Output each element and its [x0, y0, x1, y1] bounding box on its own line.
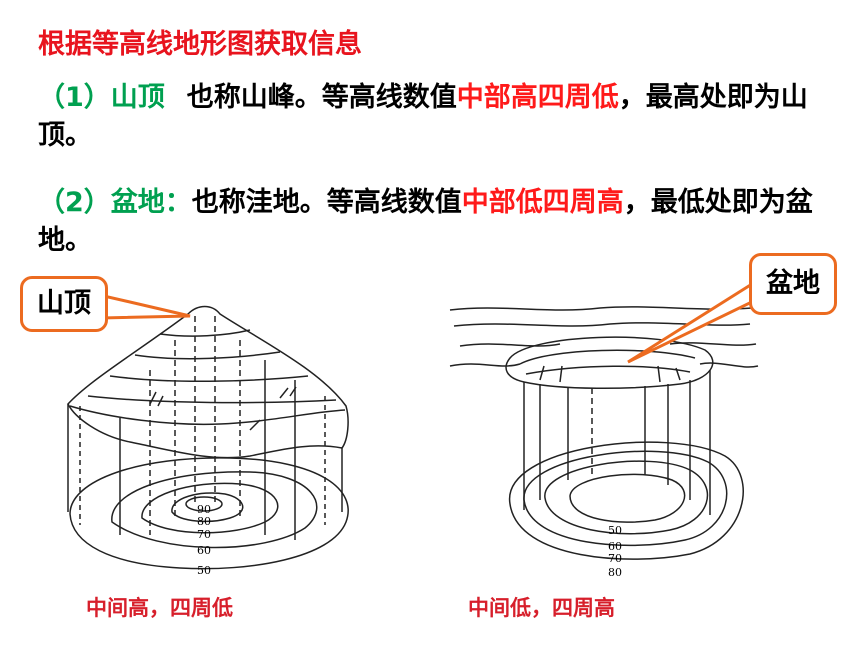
peak-label-3: 60 [197, 544, 211, 557]
basin-label-2: 70 [608, 552, 622, 565]
item-basin-emphasis: 中部低四周高 [461, 187, 624, 218]
item-peak-number: （1） [38, 82, 111, 113]
item-peak: （1）山顶也称山峰。等高线数值中部高四周低，最高处即为山顶。 [38, 79, 828, 155]
item-peak-emphasis: 中部高四周低 [456, 82, 619, 113]
peak-pointer [100, 294, 191, 320]
basin-pointer [627, 281, 763, 364]
item-basin-desc: 也称洼地。等高线数值 [191, 187, 462, 218]
peak-label-1: 80 [197, 515, 211, 528]
basin-figure: 50 60 70 80 [449, 306, 759, 579]
basin-label-1: 60 [608, 540, 622, 553]
peak-caption: 中间高，四周低 [86, 595, 233, 620]
item-basin-tail: ，最低处即为盆地。 [38, 187, 813, 256]
basin-callout: 盆地 [749, 253, 837, 315]
item-basin: （2）盆地：也称洼地。等高线数值中部低四周高，最低处即为盆地。 [38, 184, 828, 260]
page-title: 根据等高线地形图获取信息 [38, 29, 362, 60]
peak-figure: 90 80 70 60 50 [67, 305, 349, 577]
basin-label-0: 50 [608, 524, 622, 537]
item-peak-tail: ，最高处即为山顶。 [38, 82, 808, 151]
item-peak-desc: 也称山峰。等高线数值 [186, 82, 457, 113]
peak-callout: 山顶 [20, 276, 108, 332]
peak-label-4: 50 [197, 564, 211, 577]
peak-label-2: 70 [197, 528, 211, 541]
item-basin-number: （2） [38, 187, 111, 218]
peak-label-0: 90 [197, 503, 211, 516]
basin-caption: 中间低，四周高 [468, 595, 615, 620]
item-basin-term: 盆地： [110, 187, 192, 218]
item-peak-term: 山顶 [110, 82, 165, 113]
basin-label-3: 80 [608, 566, 622, 579]
